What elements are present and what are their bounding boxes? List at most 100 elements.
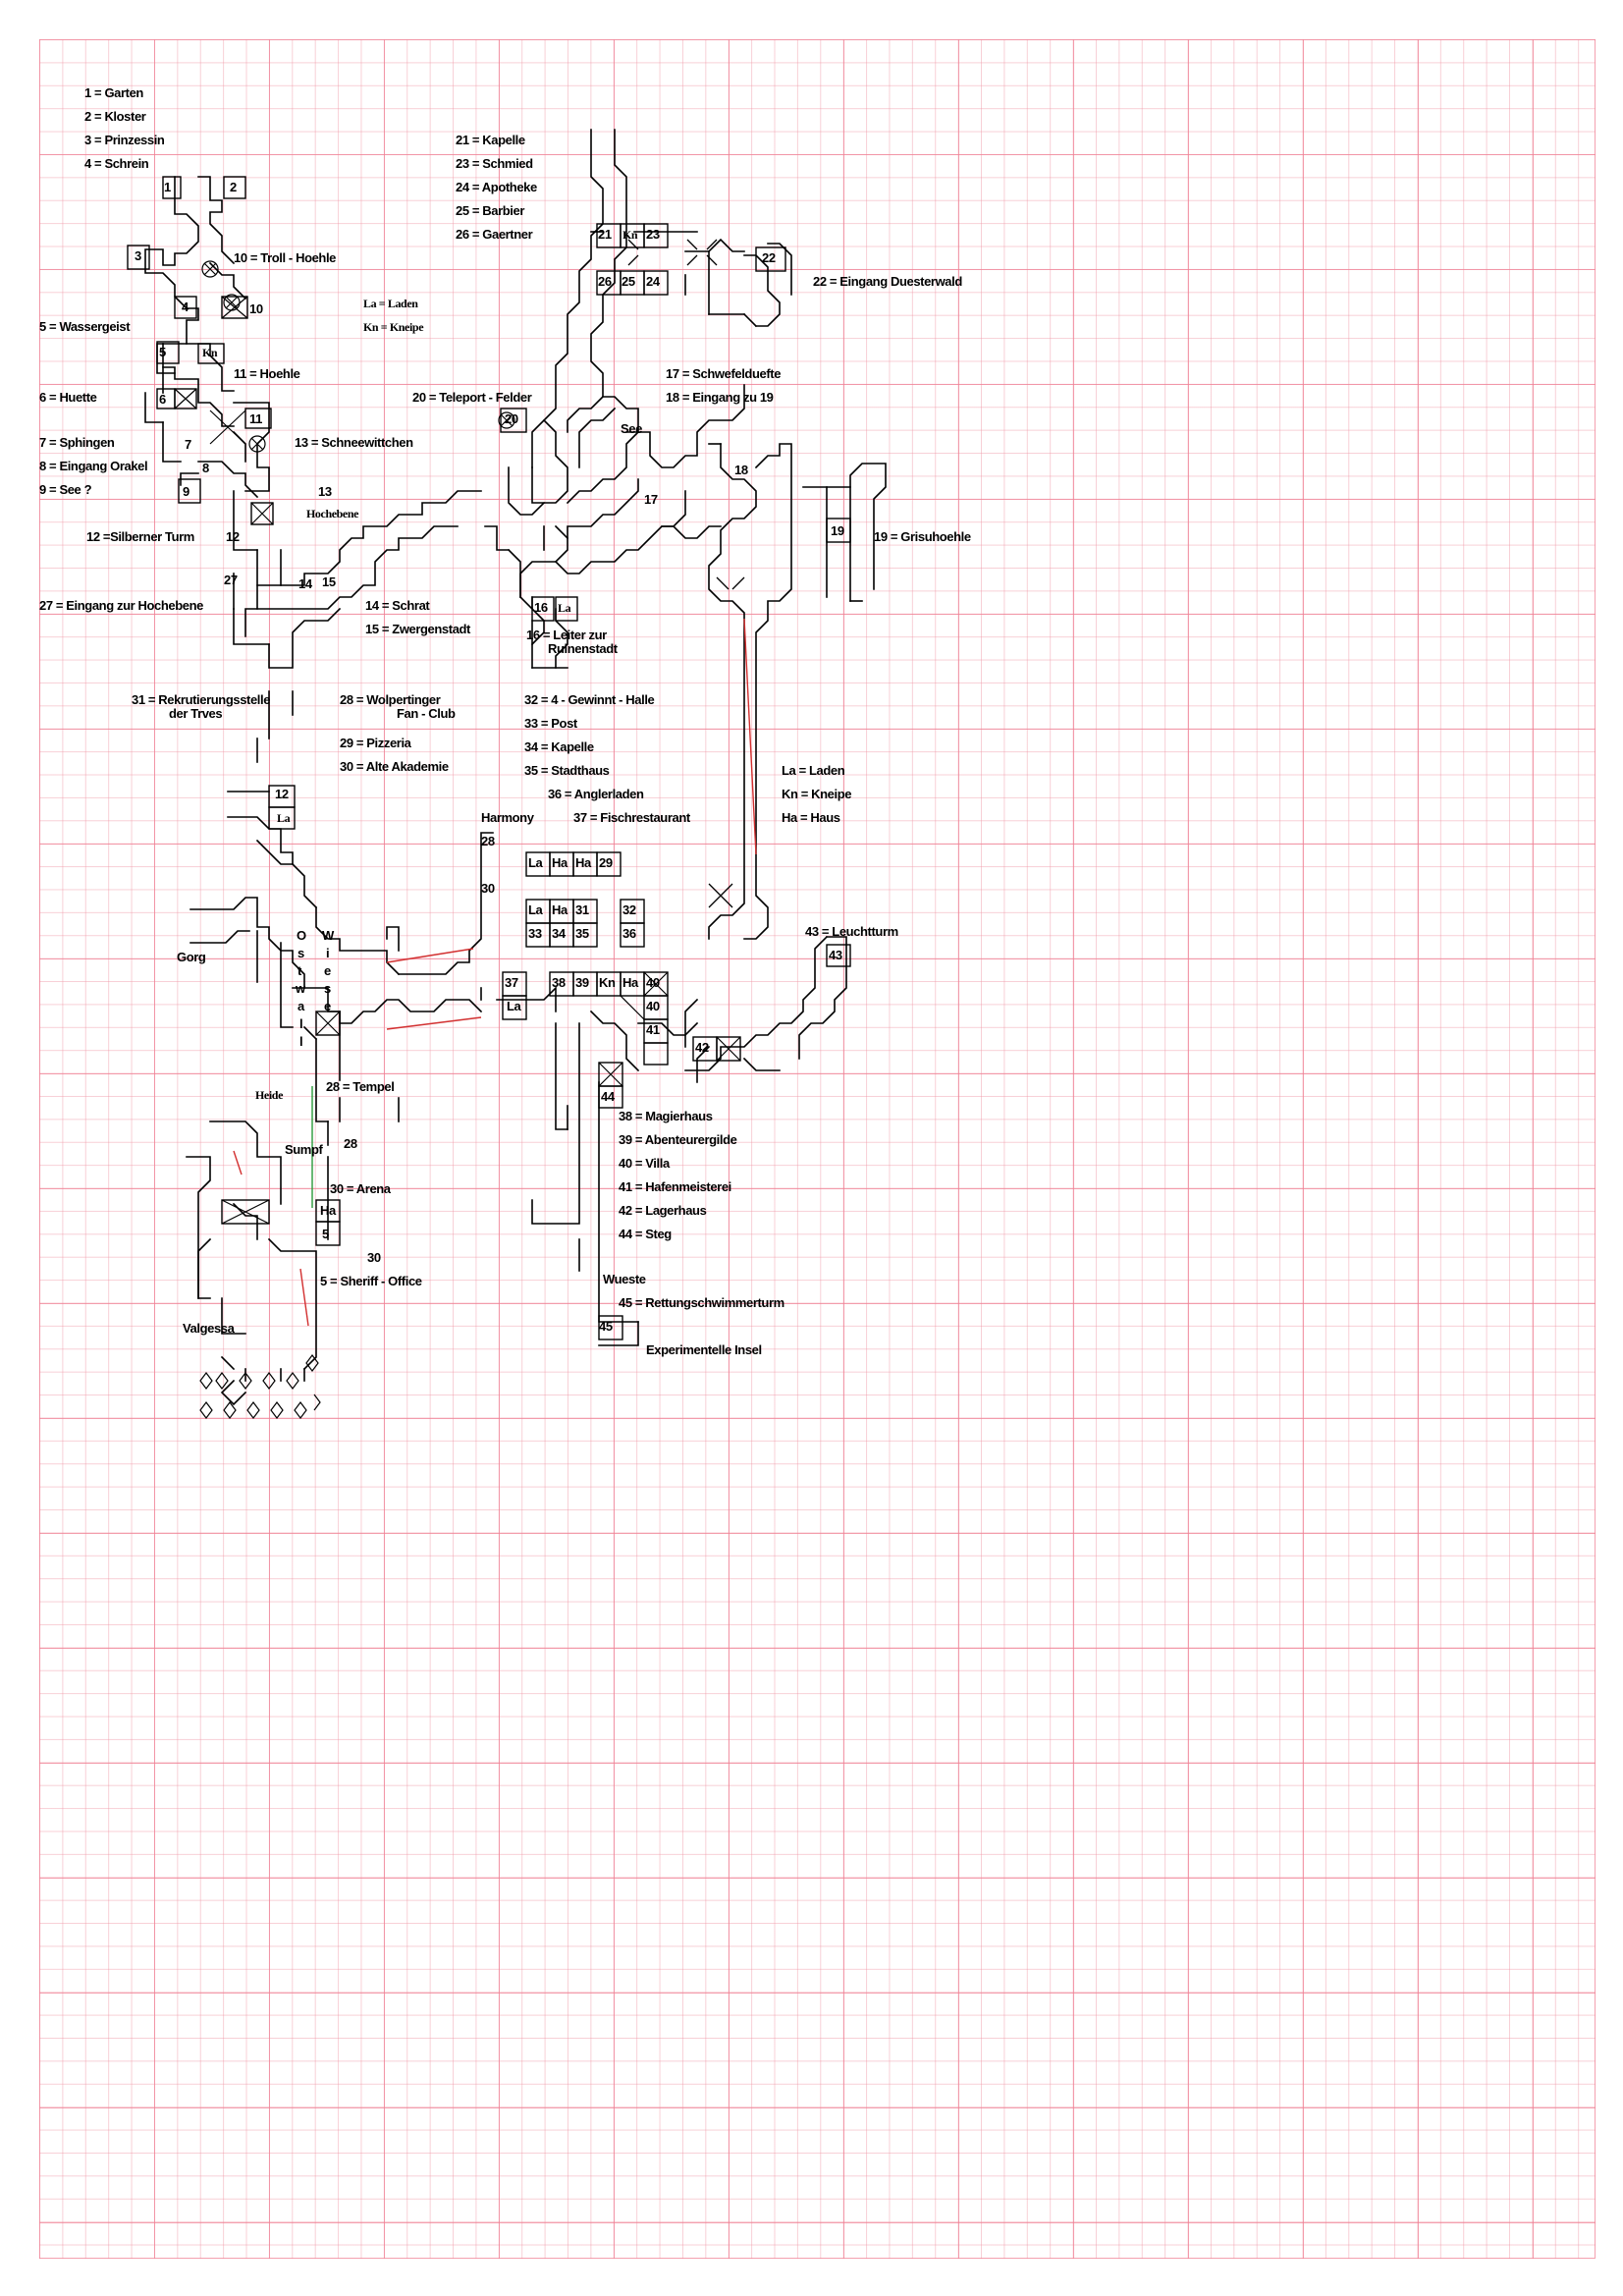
cell-r4-4: Ha [622,975,638,990]
label-arena: 30 = Arena [330,1181,391,1196]
label-gorg: Gorg [177,950,206,964]
label-19: 19 = Grisuhoehle [874,529,971,544]
label-11: 11 = Hoehle [234,366,300,381]
cell-21: 21 [598,227,612,242]
cell-7: 7 [185,437,191,452]
cell-s30: 30 [481,881,495,896]
cell-s40b: 40 [646,999,660,1013]
ostwall-4: a [298,999,304,1013]
label-27: 27 = Eingang zur Hochebene [39,598,203,613]
label-16b: Ruinenstadt [548,641,618,656]
label-44: 44 = Steg [619,1227,672,1241]
label-13: 13 = Schneewittchen [295,435,413,450]
cell-r3-0: 33 [528,926,542,941]
label-43: 43 = Leuchtturm [805,924,898,939]
cell-s28: 28 [481,834,495,848]
label-41: 41 = Hafenmeisterei [619,1179,731,1194]
legend-4: 4 = Schrein [84,156,149,171]
cell-r1-1: Ha [552,855,568,870]
key-laden-north: La = Laden [363,297,418,310]
label-6: 6 = Huette [39,390,97,405]
label-45: 45 = Rettungschwimmerturm [619,1295,784,1310]
legend-23: 23 = Schmied [456,156,533,171]
label-see: See [621,421,642,436]
ostwall-0: O [297,928,306,943]
label-39: 39 = Abenteurergilde [619,1132,737,1147]
ostwall-5: l [299,1016,303,1031]
cell-27: 27 [224,573,238,587]
cell-6: 6 [159,392,166,407]
label-37: 37 = Fischrestaurant [573,810,690,825]
label-heide: Heide [255,1088,283,1102]
cell-s-la2: La [507,999,521,1013]
label-sumpf: Sumpf [285,1142,323,1157]
label-wueste: Wueste [603,1272,646,1286]
cell-s45: 45 [599,1319,613,1334]
cell-r1-3: 29 [599,855,613,870]
legend-2: 2 = Kloster [84,109,146,124]
ostwall-1: s [298,946,304,960]
cell-20: 20 [505,411,518,426]
wiese-1: i [326,946,330,960]
key-kneipe-south: Kn = Kneipe [782,787,852,801]
label-18: 18 = Eingang zu 19 [666,390,774,405]
key-haus-south: Ha = Haus [782,810,840,825]
label-28b: Fan - Club [397,706,456,721]
cell-24: 24 [646,274,660,289]
cell-r2-0: La [528,902,543,917]
wiese-4: e [324,999,331,1013]
cell-26: 26 [598,274,612,289]
cell-1: 1 [164,180,171,194]
cell-10: 10 [249,301,263,316]
cell-22: 22 [762,250,776,265]
legend-24: 24 = Apotheke [456,180,537,194]
label-harmony: Harmony [481,810,534,825]
wiese-2: e [324,963,331,978]
cell-r4-1: 38 [552,975,566,990]
label-sheriff: 5 = Sheriff - Office [320,1274,422,1288]
cell-s30b: 30 [367,1250,381,1265]
cell-3: 3 [135,248,141,263]
cell-19: 19 [831,523,844,538]
cell-r4-2: 39 [575,975,589,990]
cell-r2-2: 31 [575,902,589,917]
cell-s44: 44 [601,1089,615,1104]
cell-r2-3: 32 [622,902,636,917]
label-tempel: 28 = Tempel [326,1079,395,1094]
label-32: 32 = 4 - Gewinnt - Halle [524,692,655,707]
cell-r3-2: 35 [575,926,589,941]
label-33: 33 = Post [524,716,577,731]
cell-13: 13 [318,484,332,499]
cell-18: 18 [734,463,748,477]
cell-14: 14 [298,576,312,591]
cell-s43: 43 [829,948,842,962]
label-17: 17 = Schwefelduefte [666,366,782,381]
label-35: 35 = Stadthaus [524,763,610,778]
label-36: 36 = Anglerladen [548,787,644,801]
label-42: 42 = Lagerhaus [619,1203,707,1218]
ostwall-3: w [296,981,305,996]
cell-8: 8 [202,461,209,475]
cell-r4-0: 37 [505,975,518,990]
cell-la-16: La [558,601,571,615]
cell-17: 17 [644,492,658,507]
cell-r2-1: Ha [552,902,568,917]
graph-paper-grid [39,39,1596,2259]
label-31a: 31 = Rekrutierungsstelle [132,692,271,707]
cell-25: 25 [622,274,635,289]
legend-21: 21 = Kapelle [456,133,525,147]
label-22: 22 = Eingang Duesterwald [813,274,962,289]
cell-16: 16 [534,600,548,615]
label-insel: Experimentelle Insel [646,1342,762,1357]
cell-kn-village: Kn [202,346,218,359]
wiese-3: s [324,981,331,996]
label-9: 9 = See ? [39,482,92,497]
cell-23: 23 [646,227,660,242]
label-20: 20 = Teleport - Felder [412,390,532,405]
label-38: 38 = Magierhaus [619,1109,713,1123]
label-5: 5 = Wassergeist [39,319,131,334]
ostwall-2: t [298,963,301,978]
label-15: 15 = Zwergenstadt [365,622,470,636]
